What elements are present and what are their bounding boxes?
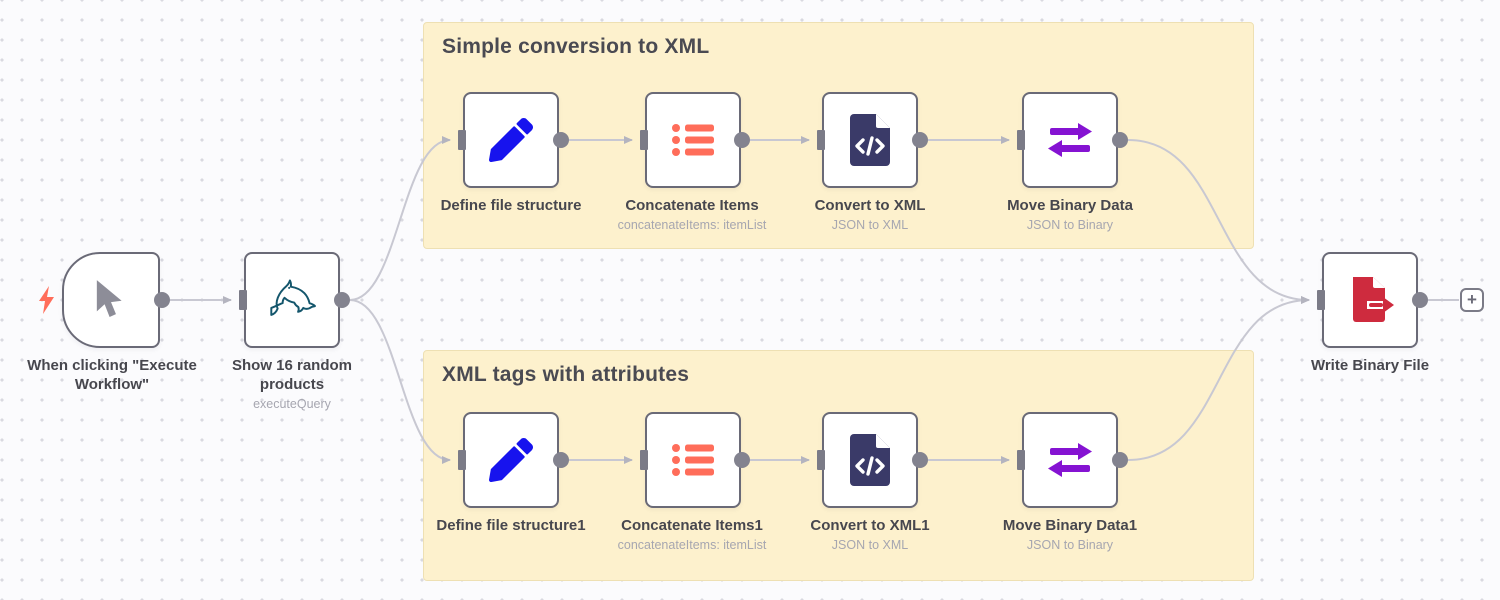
node-manual-trigger[interactable] bbox=[62, 252, 160, 348]
output-connector-dot[interactable] bbox=[734, 452, 750, 468]
file-export-icon bbox=[1353, 277, 1394, 322]
output-connector-dot[interactable] bbox=[553, 132, 569, 148]
input-connector-handle[interactable] bbox=[817, 130, 825, 150]
node-label: Write Binary File bbox=[1310, 357, 1430, 374]
node-convert-to-xml1[interactable] bbox=[822, 412, 918, 508]
input-connector-handle[interactable] bbox=[1317, 290, 1325, 310]
output-connector-dot[interactable] bbox=[553, 452, 569, 468]
input-connector-handle[interactable] bbox=[640, 450, 648, 470]
node-label: Concatenate Items1 concatenateItems: ite… bbox=[617, 517, 767, 552]
transfer-arrows-icon bbox=[1048, 123, 1092, 157]
plus-icon: + bbox=[1467, 290, 1477, 309]
node-label: Show 16 random products executeQuery bbox=[231, 357, 353, 411]
node-label: Define file structure bbox=[440, 197, 582, 214]
node-write-binary-file[interactable] bbox=[1322, 252, 1418, 348]
transfer-arrows-icon bbox=[1048, 443, 1092, 477]
trigger-bolt-icon bbox=[39, 286, 54, 314]
node-label: Move Binary Data JSON to Binary bbox=[1007, 197, 1133, 232]
output-connector-dot[interactable] bbox=[154, 292, 170, 308]
xml-file-icon bbox=[850, 434, 890, 486]
node-move-binary-data[interactable] bbox=[1022, 92, 1118, 188]
node-label: Concatenate Items concatenateItems: item… bbox=[617, 197, 767, 232]
node-label: Convert to XML JSON to XML bbox=[814, 197, 926, 232]
output-connector-dot[interactable] bbox=[1412, 292, 1428, 308]
node-concatenate-items1[interactable] bbox=[645, 412, 741, 508]
sticky-note-title: Simple conversion to XML bbox=[442, 35, 710, 58]
node-label: When clicking "Execute Workflow" bbox=[27, 357, 197, 393]
mysql-dolphin-icon bbox=[270, 279, 316, 316]
node-define-file-structure1[interactable] bbox=[463, 412, 559, 508]
input-connector-handle[interactable] bbox=[817, 450, 825, 470]
input-connector-handle[interactable] bbox=[458, 130, 466, 150]
output-connector-dot[interactable] bbox=[734, 132, 750, 148]
output-connector-dot[interactable] bbox=[1112, 132, 1128, 148]
pencil-icon bbox=[489, 438, 533, 482]
node-define-file-structure[interactable] bbox=[463, 92, 559, 188]
pencil-icon bbox=[489, 118, 533, 162]
output-connector-dot[interactable] bbox=[1112, 452, 1128, 468]
list-icon bbox=[672, 124, 714, 156]
list-icon bbox=[672, 444, 714, 476]
output-connector-dot[interactable] bbox=[912, 452, 928, 468]
node-label: Convert to XML1 JSON to XML bbox=[810, 517, 930, 552]
node-move-binary-data1[interactable] bbox=[1022, 412, 1118, 508]
sticky-note-title: XML tags with attributes bbox=[442, 363, 690, 386]
output-connector-dot[interactable] bbox=[334, 292, 350, 308]
input-connector-handle[interactable] bbox=[1017, 130, 1025, 150]
input-connector-handle[interactable] bbox=[1017, 450, 1025, 470]
node-convert-to-xml[interactable] bbox=[822, 92, 918, 188]
input-connector-handle[interactable] bbox=[239, 290, 247, 310]
node-mysql[interactable] bbox=[244, 252, 340, 348]
node-label: Define file structure1 bbox=[436, 517, 586, 534]
input-connector-handle[interactable] bbox=[640, 130, 648, 150]
node-label: Move Binary Data1 JSON to Binary bbox=[1002, 517, 1138, 552]
node-concatenate-items[interactable] bbox=[645, 92, 741, 188]
output-connector-dot[interactable] bbox=[912, 132, 928, 148]
xml-file-icon bbox=[850, 114, 890, 166]
cursor-icon bbox=[96, 280, 122, 317]
input-connector-handle[interactable] bbox=[458, 450, 466, 470]
add-node-button[interactable]: + bbox=[1460, 288, 1484, 312]
